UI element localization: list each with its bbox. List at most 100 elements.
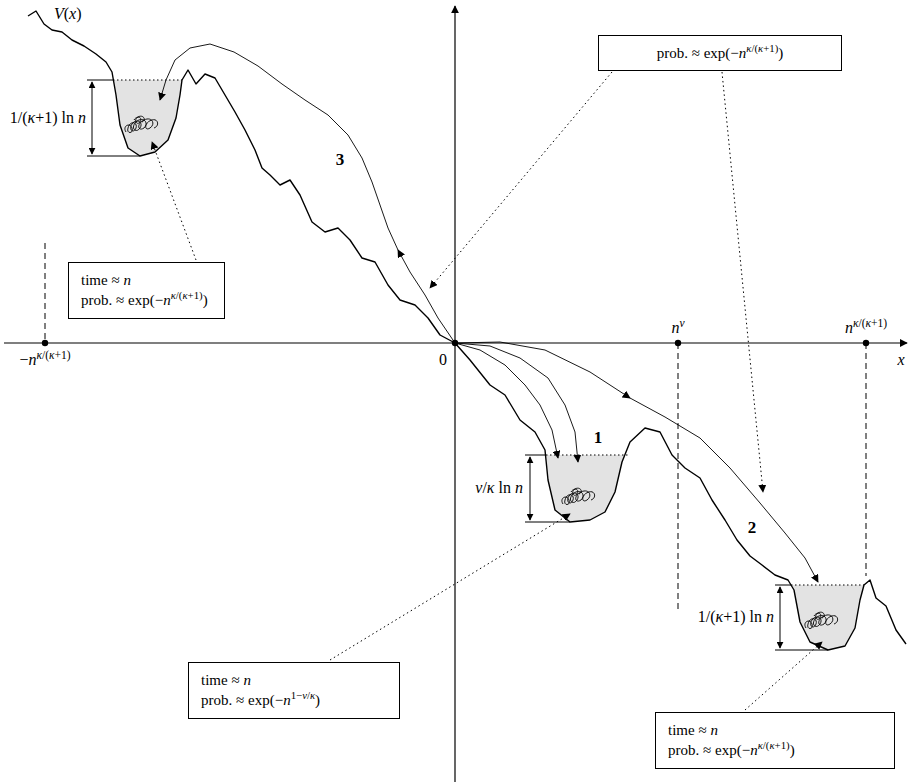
tick-label: nν — [671, 318, 684, 337]
dimension-arrow — [530, 457, 531, 520]
superscript: 1−ν/κ — [291, 689, 315, 701]
text-run: time — [201, 672, 228, 688]
math-symbol: V — [54, 5, 64, 22]
text-run: +1) — [775, 739, 790, 751]
probability-estimate: prob. ≈ exp(−nκ/(κ+1)) — [81, 290, 212, 310]
text-run — [495, 479, 499, 496]
text-run: ln — [499, 479, 511, 496]
math-symbol: x — [897, 351, 904, 368]
math-symbol: κ — [36, 349, 42, 361]
trajectory — [455, 343, 558, 458]
text-run: ) — [203, 292, 208, 308]
math-symbol: n — [28, 351, 36, 368]
text-run: ) — [778, 45, 783, 61]
math-symbol: ν — [475, 479, 482, 496]
tick-dot — [863, 340, 869, 346]
trapped-motion — [125, 116, 158, 132]
text-run: − — [19, 351, 28, 368]
text-run: ≈ — [695, 722, 711, 738]
math-symbol: κ — [171, 289, 176, 301]
math-symbol: n — [243, 672, 251, 688]
text-run: . ≈ — [684, 45, 703, 61]
math-symbol: n — [739, 45, 747, 61]
math-symbol: n — [123, 272, 131, 288]
dashed-guide — [866, 343, 867, 576]
text-run: exp — [128, 292, 150, 308]
text-run — [74, 109, 78, 126]
text-run: exp — [248, 692, 270, 708]
text-run: /( — [763, 739, 770, 751]
tick-dot — [42, 340, 48, 346]
math-symbol: n — [283, 692, 291, 708]
superscript: κ/(κ+1) — [36, 349, 70, 361]
text-run: +1) — [35, 109, 61, 126]
text-run: ) — [76, 5, 81, 22]
tick-label: −nκ/(κ+1) — [19, 350, 70, 369]
text-run: 1 — [594, 428, 603, 447]
probability-box: prob. ≈ exp(−nκ/(κ+1)) — [598, 35, 842, 71]
potential-curve — [28, 11, 906, 650]
math-symbol: ν — [302, 689, 307, 701]
tick-label: nκ/(κ+1) — [845, 318, 887, 337]
dimension-tick — [525, 455, 570, 522]
well-level — [791, 585, 864, 586]
text-run: prob — [657, 45, 685, 61]
math-symbol: n — [515, 479, 523, 496]
text-run: 1/( — [10, 109, 28, 126]
text-run: ) — [315, 692, 320, 708]
math-symbol: κ — [769, 739, 774, 751]
text-run: (− — [270, 692, 283, 708]
dimension-tick — [87, 80, 140, 156]
math-symbol: κ — [758, 42, 763, 54]
dimension-arrow — [92, 82, 93, 154]
leader-line — [430, 72, 612, 288]
text-run: 0 — [439, 351, 447, 368]
dimension-label: 1/(κ+1) ln n — [698, 607, 774, 626]
text-run: . ≈ — [229, 692, 248, 708]
math-symbol: n — [710, 722, 718, 738]
text-run: 1/( — [698, 608, 716, 625]
estimate-box: time ≈ nprob. ≈ exp(−nκ/(κ+1)) — [655, 712, 895, 769]
math-symbol: ν — [679, 316, 684, 328]
well-level — [546, 455, 628, 456]
text-run: (− — [737, 742, 750, 758]
time-estimate: time ≈ n — [81, 270, 212, 290]
leader-line — [330, 514, 570, 660]
text-run: +1) — [723, 608, 749, 625]
dashed-guide — [678, 343, 679, 612]
text-run — [762, 608, 766, 625]
text-run: 1− — [291, 689, 303, 701]
text-run: . ≈ — [696, 742, 715, 758]
math-symbol: n — [671, 319, 679, 336]
dimension-arrow — [780, 587, 781, 648]
estimate-box: time ≈ nprob. ≈ exp(−n1−ν/κ) — [188, 662, 400, 719]
text-run: ≈ — [108, 272, 124, 288]
text-run: +1) — [763, 42, 778, 54]
text-run: (− — [150, 292, 163, 308]
axis-label: x — [897, 350, 904, 369]
text-run: +1) — [871, 316, 887, 328]
text-run: 3 — [336, 150, 345, 169]
text-run: /( — [42, 349, 49, 361]
text-run: (− — [725, 45, 738, 61]
text-run: ln — [62, 109, 74, 126]
math-symbol: κ — [758, 739, 763, 751]
math-symbol: κ — [746, 42, 751, 54]
leader-line — [722, 72, 763, 492]
text-run: ln — [750, 608, 762, 625]
text-run: /( — [751, 42, 758, 54]
text-run: / — [307, 689, 310, 701]
dimension-label: 1/(κ+1) ln n — [10, 108, 86, 127]
text-run: +1) — [188, 289, 203, 301]
text-run: exp — [704, 45, 726, 61]
math-symbol: κ — [853, 316, 859, 328]
text-run: /( — [858, 316, 865, 328]
y-axis — [454, 6, 455, 782]
probability-estimate: prob. ≈ exp(−nκ/(κ+1)) — [611, 43, 829, 63]
time-estimate: time ≈ n — [668, 720, 882, 740]
text-run: exp — [715, 742, 737, 758]
trajectory — [455, 342, 630, 398]
